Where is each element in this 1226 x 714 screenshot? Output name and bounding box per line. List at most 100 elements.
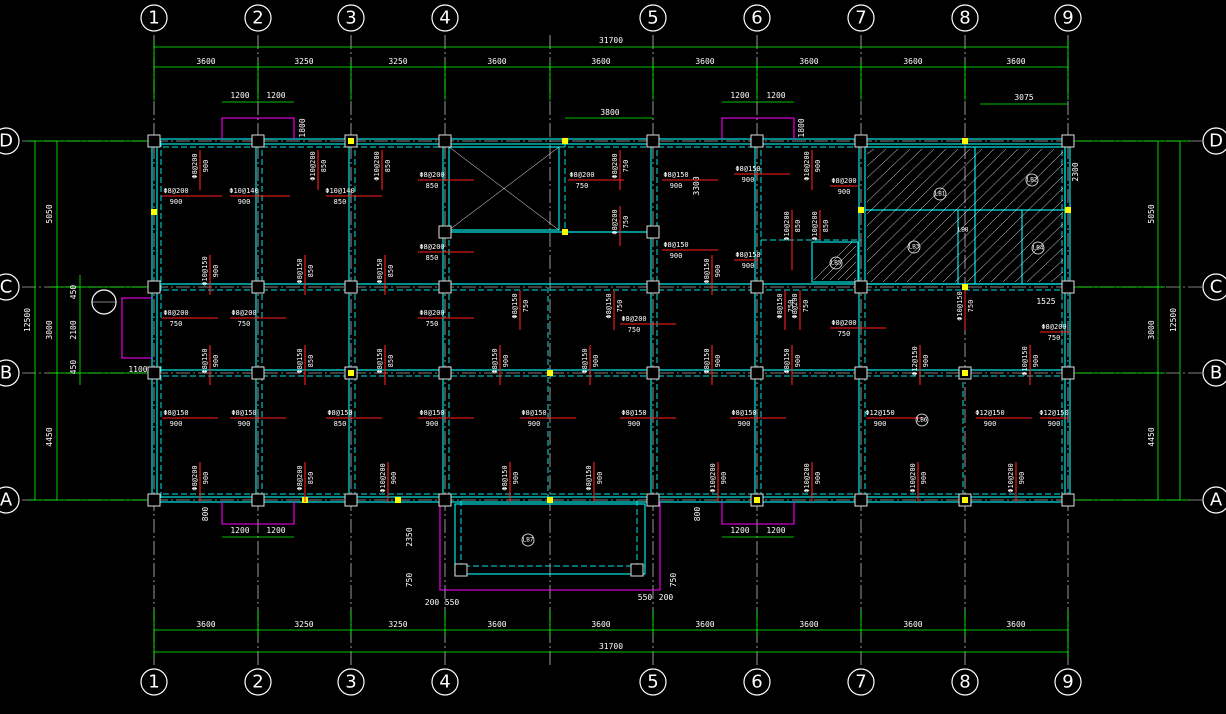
rebar-length: 900 [838,188,851,196]
rebar-label: Φ8@200 [231,309,256,317]
hatch-line [866,148,947,227]
column [646,493,660,507]
cantilever-dim: 1200 [230,91,249,100]
axis-label: 1 [148,8,159,29]
rebar-label: Φ8@150 [521,409,546,417]
bay-dim-bottom: 3600 [196,620,215,629]
hatch-line [866,148,887,167]
rebar-label: Φ10@200 [709,463,717,493]
rebar-length: 750 [628,326,641,334]
bay-dim-bottom: 3600 [1006,620,1025,629]
hatch-line [866,148,971,251]
bay-dim-bottom: 3600 [695,620,714,629]
entry-dim: 200 [659,593,674,602]
rebar-label: Φ8@150 [663,171,688,179]
rebar-label: Φ8@150 [703,348,711,373]
rebar-label: Φ8@150 [327,409,352,417]
hatch-line [990,211,1064,283]
overall-dim-top: 31700 [599,36,623,45]
axis-label: C [1210,277,1223,298]
left-total: 12500 [23,308,32,332]
rebar-length: 750 [616,300,624,313]
bay-dim-top: 3600 [799,57,818,66]
bay-dim-top: 3250 [388,57,407,66]
rebar-label: Φ8@150 [511,293,519,318]
bay-dim-top: 3600 [695,57,714,66]
column [251,366,265,380]
axis-bubbles-right: D C B A [1202,127,1226,514]
rebar-length: 900 [1048,420,1061,428]
bay-dim-bottom: 3600 [591,620,610,629]
cantilever-dim: 1200 [730,526,749,535]
rebar-label: Φ12@150 [975,409,1005,417]
column [854,280,868,294]
rebar-length: 850 [334,420,347,428]
axis-label: 9 [1062,8,1073,29]
rebar-label: Φ8@150 [296,258,304,283]
entry-dim: 800 [693,507,702,522]
rebar-length: 750 [838,330,851,338]
rebar-label: Φ8@200 [163,309,188,317]
column [630,563,644,577]
rebar-label: Φ10@200 [811,211,819,241]
cantilever-dim: 1200 [766,526,785,535]
slab-label: LB5 [831,260,842,267]
rebar-label: Φ8@150 [735,165,760,173]
rebar-length: 850 [307,472,315,485]
rebar-label: Φ10@200 [379,463,387,493]
axis-bubbles-top: 1 2 3 4 5 6 7 8 9 [140,4,1082,32]
rebar-length: 900 [742,262,755,270]
hatch-line [1026,247,1064,283]
bay-dim-bottom: 3250 [294,620,313,629]
axis-label: B [0,363,12,384]
bay-dim-bottom: 3600 [487,620,506,629]
rebar-length: 750 [622,216,630,229]
misc-dim: 1800 [298,118,307,137]
axis-bubbles-left: D C B A [0,127,117,514]
hatch-line [978,199,1064,283]
rebar-label: Φ8@150 [201,348,209,373]
rebar-length: 900 [202,160,210,173]
bay-dim-top: 3600 [1006,57,1025,66]
rebar-length: 900 [814,160,822,173]
rebar-length: 750 [1048,334,1061,342]
rebar-length: 900 [922,355,930,368]
hatch-line [1038,259,1064,283]
rebar-label: Φ10@200 [783,211,791,241]
rebar-length: 750 [802,300,810,313]
column [646,134,660,148]
rebar-label: Φ10@200 [1007,463,1015,493]
bay-dim-top: 3600 [196,57,215,66]
rebar-label: Φ10@200 [309,151,317,181]
left-extra: 1100 [128,365,147,374]
axis-label: A [0,490,13,511]
rebar-length: 900 [202,472,210,485]
bay-dim-bottom: 3600 [903,620,922,629]
rebar-length: 850 [320,160,328,173]
rebar-length: 900 [814,472,822,485]
rebar-length: 850 [307,355,315,368]
left-dim: 4450 [45,427,54,446]
misc-dim: 2300 [1071,162,1080,181]
hatch-line [882,148,1019,283]
rebar-length: 900 [238,198,251,206]
column [962,138,968,144]
right-total: 12500 [1169,308,1178,332]
rebar-length: 900 [592,355,600,368]
entry-dim: 550 [445,598,460,607]
column [562,229,568,235]
hatch-line [942,163,1064,283]
slab-label: LB8 [958,227,969,234]
slab-label: LB1 [935,191,946,198]
column [547,497,553,503]
hatch-line [906,148,1043,283]
hatch-line [1002,223,1064,283]
rebar-label: Φ8@150 [376,258,384,283]
cantilever-dim: 1200 [266,91,285,100]
column [251,493,265,507]
rebar-length: 750 [622,160,630,173]
hatch-line [1014,235,1064,283]
rebar-length: 900 [794,355,802,368]
axis-label: C [0,277,12,298]
